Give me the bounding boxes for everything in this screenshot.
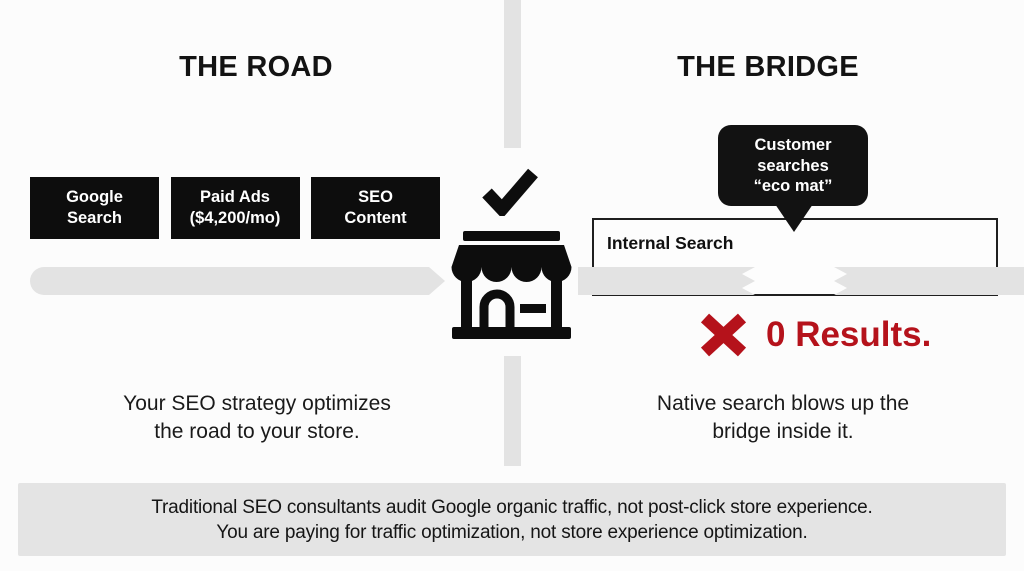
road-caption-line: the road to your store. xyxy=(154,420,360,443)
road-caption: Your SEO strategy optimizes the road to … xyxy=(62,390,452,446)
chip-label-line: Content xyxy=(344,209,407,227)
bridge-road-segment-right xyxy=(834,267,1024,295)
x-mark-icon xyxy=(700,313,747,357)
vertical-divider-top xyxy=(504,0,521,148)
footer-line: You are paying for traffic optimization,… xyxy=(216,522,808,543)
bridge-caption-line: bridge inside it. xyxy=(712,420,854,443)
chip-label-line: Search xyxy=(66,209,123,227)
chip-google-search: Google Search xyxy=(30,177,159,239)
road-section-title: THE ROAD xyxy=(179,51,333,83)
chip-paid-ads: Paid Ads ($4,200/mo) xyxy=(170,177,300,239)
seo-channel-chips: Google Search Paid Ads ($4,200/mo) SEO C… xyxy=(30,177,440,239)
bubble-text-line: “eco mat” xyxy=(753,177,833,195)
bridge-road-segment-left xyxy=(578,267,755,295)
bubble-pointer xyxy=(775,204,813,232)
bubble-text-line: Customer xyxy=(754,136,832,154)
bubble-text-line: searches xyxy=(757,156,829,175)
road-caption-line: Your SEO strategy optimizes xyxy=(123,392,391,415)
bridge-caption: Native search blows up the bridge inside… xyxy=(588,390,978,446)
chip-label-line: ($4,200/mo) xyxy=(189,209,281,227)
internal-search-label: Internal Search xyxy=(607,233,734,253)
footer-line: Traditional SEO consultants audit Google… xyxy=(151,497,873,518)
bridge-section-title: THE BRIDGE xyxy=(677,51,859,83)
storefront-icon xyxy=(451,231,572,339)
zero-results-text: 0 Results. xyxy=(766,315,932,354)
checkmark-icon xyxy=(482,168,538,216)
road-arrow xyxy=(30,267,429,295)
chip-seo-content: SEO Content xyxy=(311,177,440,239)
chip-label-line: Paid Ads xyxy=(200,188,270,206)
chip-label-line: Google xyxy=(66,188,123,206)
bridge-caption-line: Native search blows up the xyxy=(656,392,910,415)
customer-search-bubble: Customer searches “eco mat” xyxy=(718,125,868,206)
road-arrow-tip xyxy=(429,267,445,295)
footer-summary-bar: Traditional SEO consultants audit Google… xyxy=(18,483,1006,556)
vertical-divider-middle xyxy=(504,356,521,466)
chip-label-line: SEO xyxy=(358,188,393,206)
